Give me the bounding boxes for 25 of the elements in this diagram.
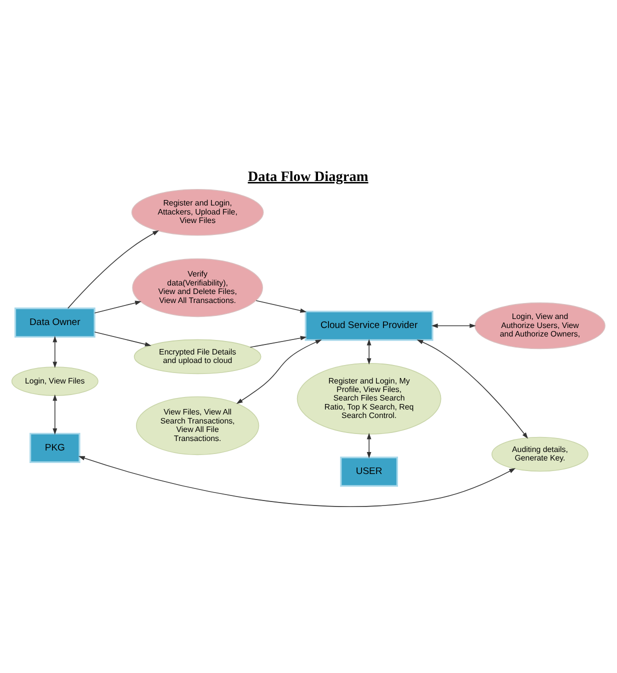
arrow [366, 338, 372, 364]
arrow [52, 394, 58, 434]
arrow [416, 339, 528, 438]
arrow [236, 339, 322, 404]
arrow [67, 230, 160, 308]
arrow [250, 335, 307, 348]
arrow [256, 300, 307, 312]
arrow [52, 335, 58, 368]
node-box: USER [340, 456, 398, 486]
node-ellipse: Register and Login, My Profile, View Files, Search Files Search Ratio, Top K Search, Req Search Control. [296, 362, 442, 434]
node-box: Data Owner [14, 307, 96, 338]
arrow [94, 331, 152, 346]
arrow [431, 323, 476, 328]
node-ellipse: Login, View and Authorize Users, View and Authorize Owners, [474, 302, 606, 349]
node-box: Cloud Service Provider [304, 310, 434, 340]
node-ellipse: Verify data(Verifiability), View and Delete Files, View All Transactions. [132, 258, 264, 317]
arrow [78, 456, 516, 506]
arrow [366, 432, 372, 458]
node-ellipse: Login, View Files [11, 366, 98, 396]
node-box: PKG [30, 432, 80, 462]
arrow [94, 300, 142, 313]
node-ellipse: Encrypted File Details and upload to cloud [134, 338, 262, 374]
node-ellipse: Auditing details, Generate Key. [492, 436, 588, 472]
node-ellipse: View Files, View All Search Transactions, View All File Transactions. [136, 396, 260, 455]
diagram-title: Data Flow Diagram [248, 168, 368, 184]
